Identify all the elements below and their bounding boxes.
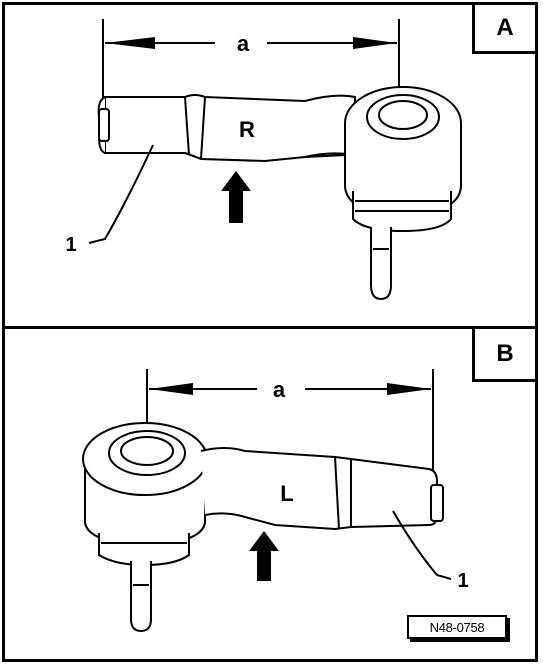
dimension-arrow-right <box>353 37 397 49</box>
dimension-arrow-left <box>149 383 193 395</box>
panel-b-illustration: a L 1 <box>82 369 469 633</box>
dimension-arrow-right <box>387 383 431 395</box>
dimension-label-a: a <box>273 377 286 402</box>
part-label-l: L <box>280 481 293 506</box>
callout-number: 1 <box>65 234 76 256</box>
dimension-label-a: a <box>237 31 250 56</box>
figure-code: N48-0758 <box>407 615 507 639</box>
up-arrow-icon <box>249 531 279 581</box>
up-arrow-icon <box>221 171 251 223</box>
callout-number: 1 <box>457 570 468 592</box>
part-label-r: R <box>239 117 255 142</box>
panel-a-illustration: a R 1 <box>65 19 462 301</box>
panel-a: A a <box>2 2 538 330</box>
callout-leader <box>88 144 154 244</box>
panel-b-letter: B <box>472 326 538 382</box>
tie-rod-end-right <box>97 86 462 301</box>
tie-rod-end-left <box>82 422 444 633</box>
panel-a-letter: A <box>472 2 538 54</box>
dimension-arrow-left <box>105 37 155 49</box>
callout-leader <box>392 510 452 580</box>
panel-b: B a L <box>2 326 538 662</box>
